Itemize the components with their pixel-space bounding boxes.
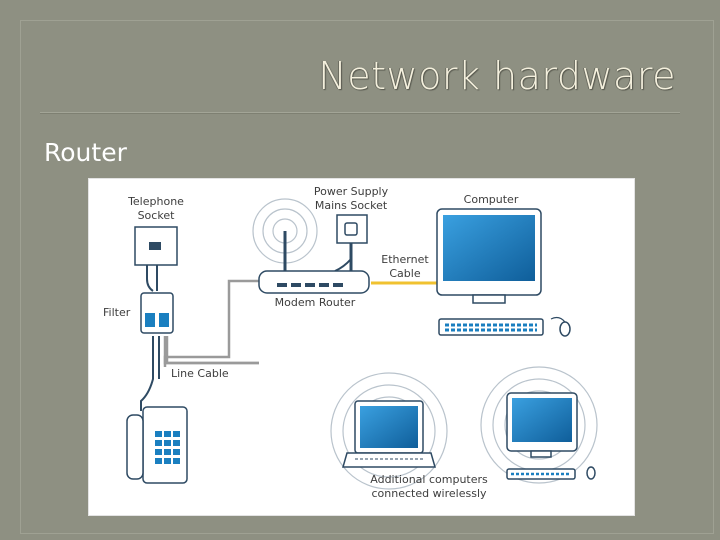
label-modem-router: Modem Router [275,296,356,309]
label-power-supply-1: Power Supply [314,185,389,198]
slide-subheading: Router [44,138,127,167]
filter-icon [140,292,174,334]
label-power-supply-2: Mains Socket [315,199,388,212]
label-additional-2: connected wirelessly [371,487,487,500]
label-computer: Computer [464,193,519,206]
laptop-icon [342,400,436,468]
telephone-socket-icon [134,226,178,266]
network-diagram: Telephone Socket Filter [88,178,635,516]
power-socket-icon [336,214,368,244]
filter-to-phone-cable [140,336,160,411]
desktop-computer-icon [436,208,542,304]
desktop-computer-2-icon [506,392,596,480]
label-line-cable: Line Cable [171,367,229,380]
network-diagram-svg: Telephone Socket Filter [103,185,598,500]
label-telephone-socket-1: Telephone [127,195,184,208]
label-ethernet-2: Cable [389,267,420,280]
label-ethernet-1: Ethernet [381,253,429,266]
router-line-cable [163,279,269,365]
label-filter: Filter [103,306,131,319]
label-telephone-socket-2: Socket [138,209,176,222]
title-divider [40,112,680,114]
modem-router-icon [258,231,370,294]
slide-frame [20,20,714,534]
line-cable [163,279,259,367]
telephone-icon [126,406,188,484]
slide-title: Network hardware [318,54,676,98]
label-additional-1: Additional computers [370,473,488,486]
keyboard-icon [438,318,544,336]
mouse-icon [550,316,571,337]
